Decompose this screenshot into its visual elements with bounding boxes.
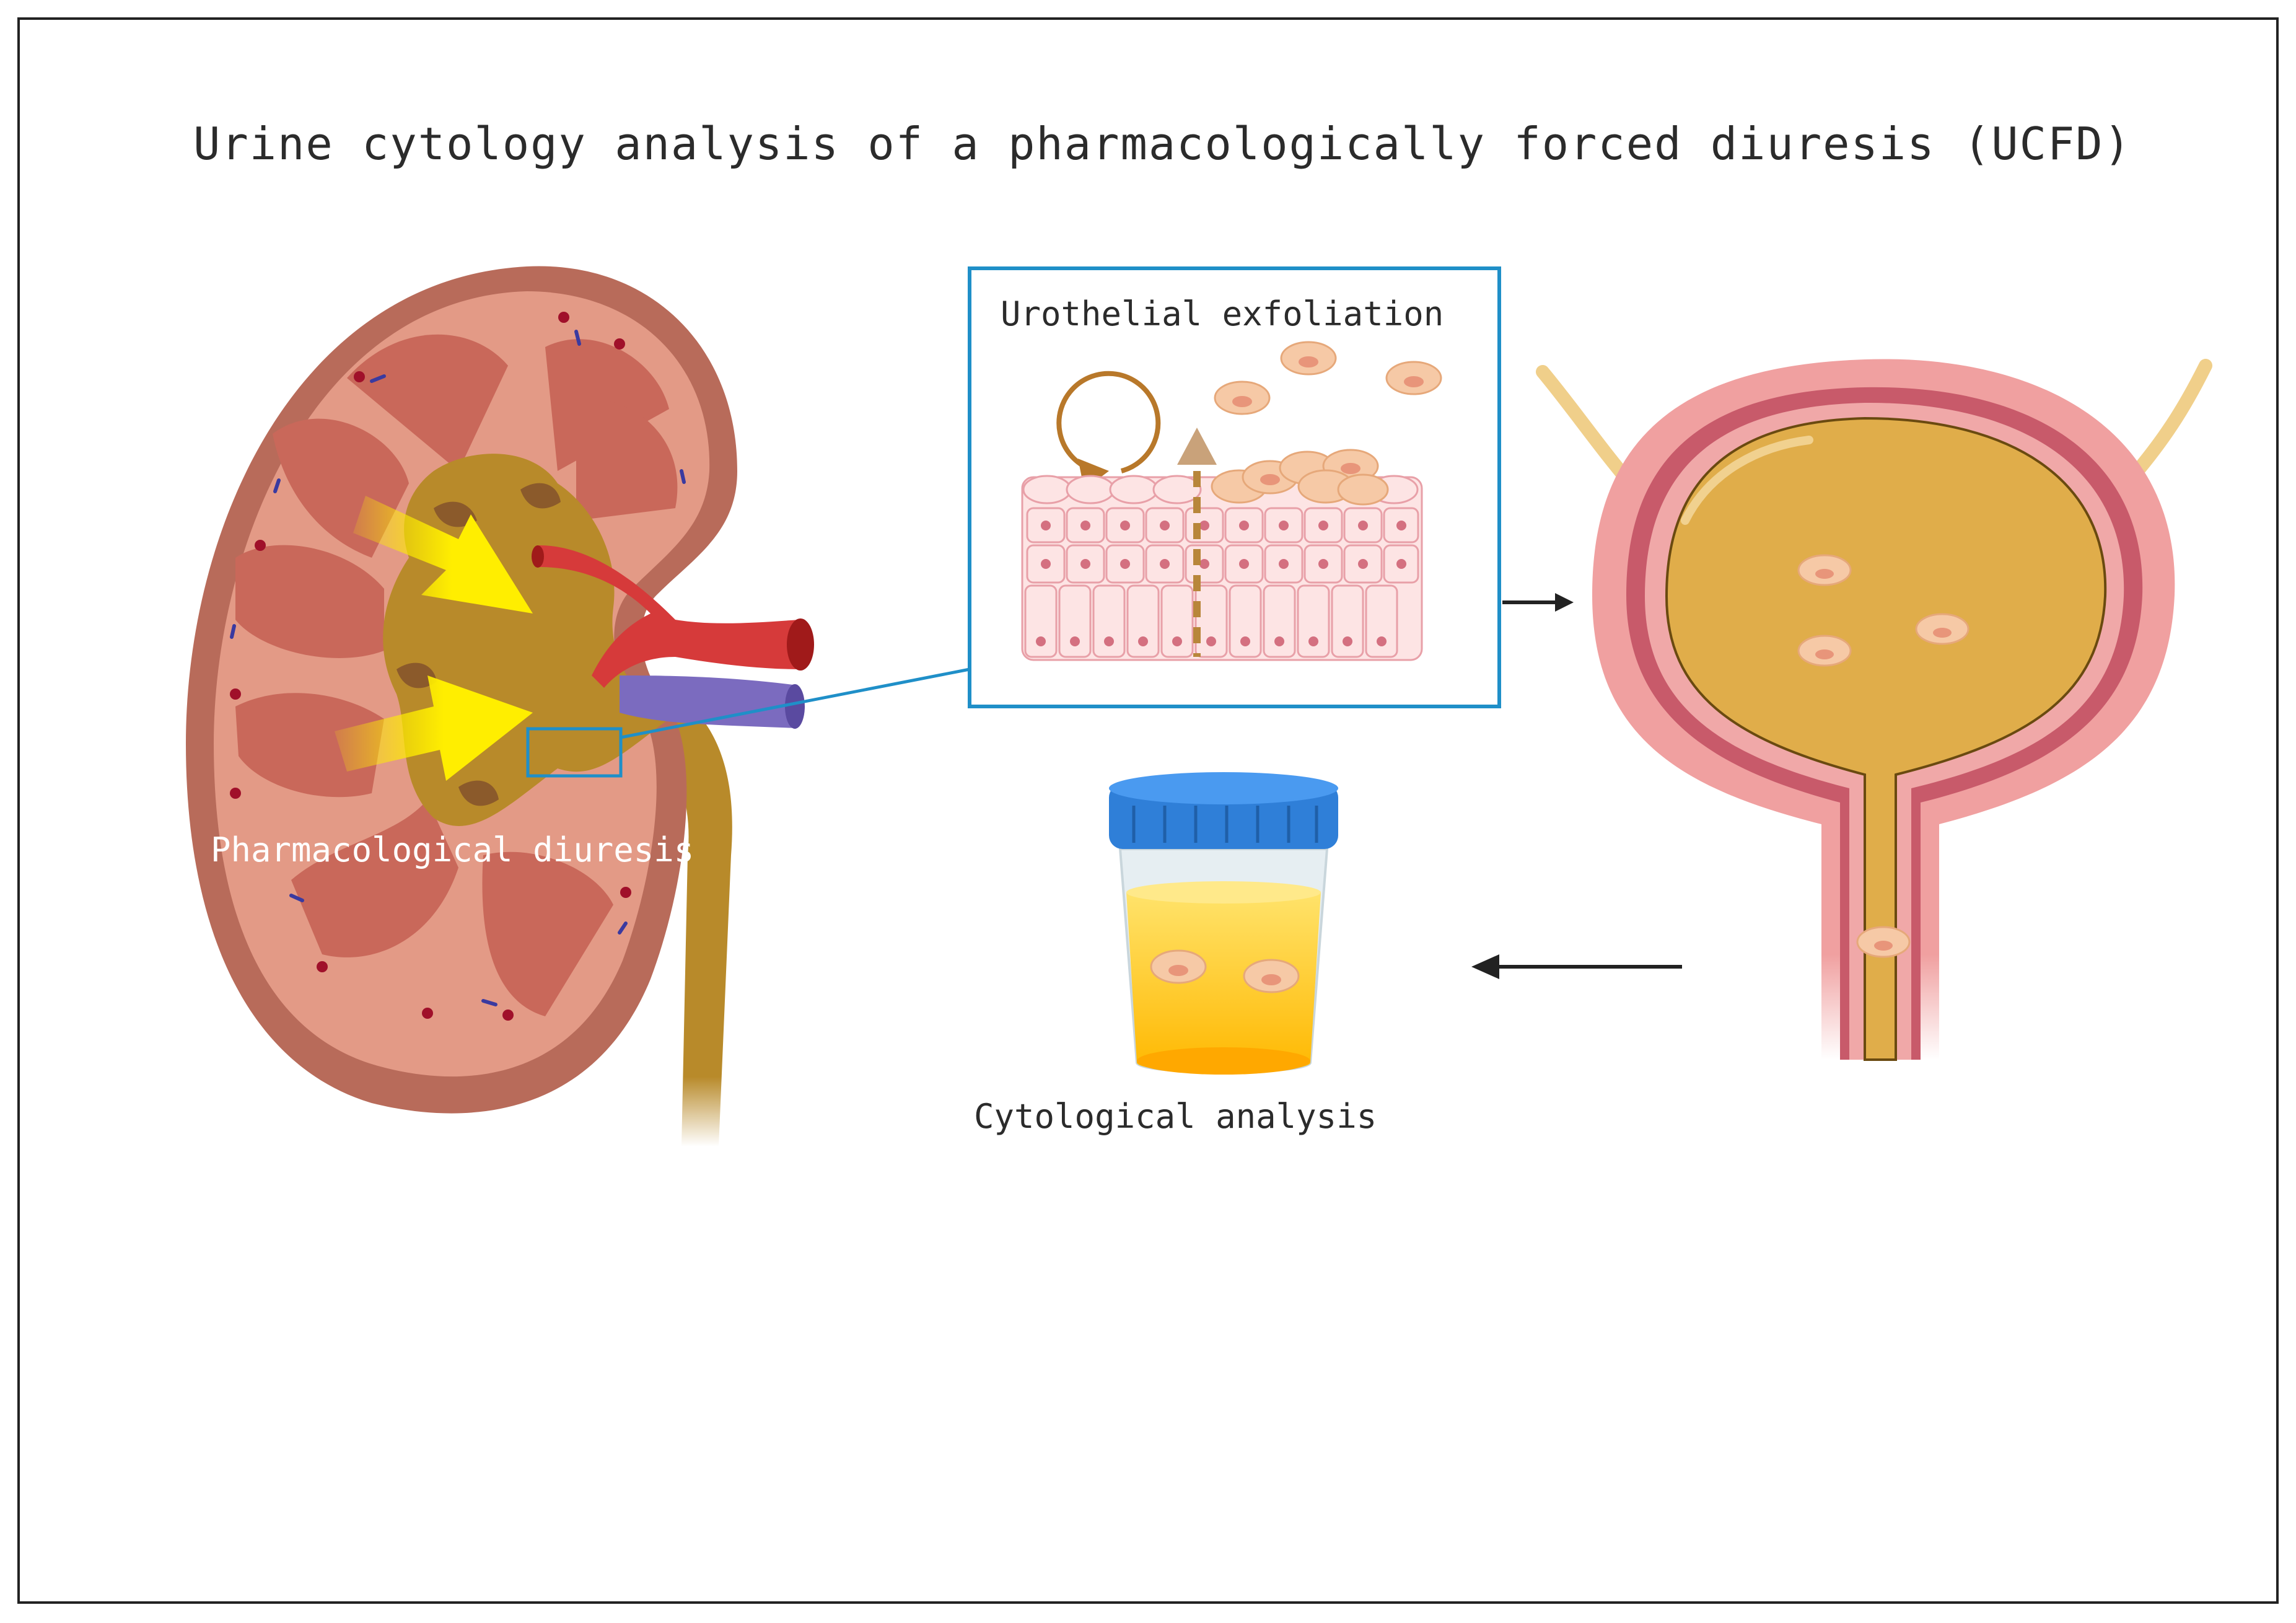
arrow-to-bladder <box>1502 593 1574 612</box>
figure-title: Urine cytology analysis of a pharmacolog… <box>193 118 2132 170</box>
cortical-vessels <box>230 312 631 1021</box>
renal-vein <box>620 675 796 728</box>
urothelium-nuclei <box>1036 521 1406 646</box>
right-ureter <box>2131 359 2212 478</box>
inset-label: Urothelial exfoliation <box>1001 294 1444 333</box>
kidney-illustration: Pharmacological diuresis <box>186 266 970 1146</box>
zoom-region <box>526 727 623 778</box>
kidney-label: Pharmacological diuresis <box>211 830 694 869</box>
exfoliation-up-arrow-icon <box>1177 428 1217 465</box>
zoom-connector <box>620 667 970 739</box>
diuresis-arrow-upper <box>353 496 533 614</box>
urine-cup-illustration: Cytological analysis <box>974 772 1377 1136</box>
figure-frame <box>17 17 2279 1604</box>
bladder-illustration <box>1536 359 2212 1061</box>
arrow-to-cup <box>1471 954 1682 979</box>
exfoliation-inset: Urothelial exfoliation <box>968 266 1501 708</box>
cup-label: Cytological analysis <box>974 1097 1377 1136</box>
diuresis-arrow-lower <box>335 675 533 781</box>
cup-urine <box>1126 892 1321 1072</box>
renal-artery <box>539 545 802 688</box>
cortical-veins <box>230 330 686 1006</box>
bladder-lumen <box>1665 416 2107 1061</box>
ureter <box>632 682 732 1146</box>
